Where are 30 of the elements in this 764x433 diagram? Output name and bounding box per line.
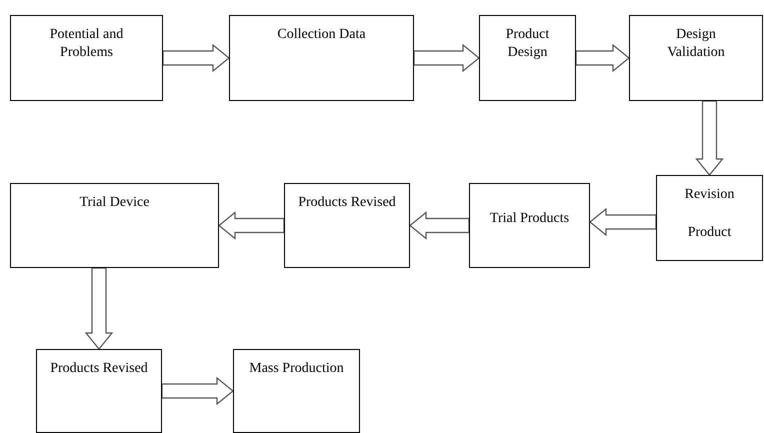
box-label: Product Design — [504, 26, 550, 61]
process-box — [233, 349, 360, 433]
box-label: Products Revised — [50, 360, 148, 378]
process-box — [656, 175, 763, 261]
block-arrow — [575, 44, 630, 72]
block-arrow — [695, 100, 724, 176]
box-label: Trial Device — [80, 194, 150, 212]
box-label: Trial Products — [490, 210, 570, 228]
process-box — [229, 15, 414, 101]
process-box — [36, 349, 162, 433]
box-label: Potential and Problems — [48, 26, 124, 61]
block-arrow — [413, 44, 480, 72]
block-arrow — [162, 44, 230, 72]
process-box — [10, 15, 163, 101]
block-arrow — [84, 267, 114, 350]
process-box — [469, 183, 590, 268]
process-box — [10, 183, 219, 268]
box-label: Collection Data — [277, 26, 366, 44]
process-box — [629, 15, 763, 101]
box-label: Design Validation — [666, 26, 726, 61]
box-label: Mass Production — [249, 360, 344, 378]
block-arrow — [409, 211, 470, 240]
box-label: Products Revised — [298, 194, 396, 212]
box-label: Revision — [684, 186, 734, 204]
process-box — [284, 183, 410, 268]
box-label: Product — [688, 224, 732, 241]
block-arrow — [161, 376, 234, 406]
block-arrow — [218, 211, 285, 240]
process-box — [479, 15, 576, 101]
block-arrow — [589, 208, 657, 236]
